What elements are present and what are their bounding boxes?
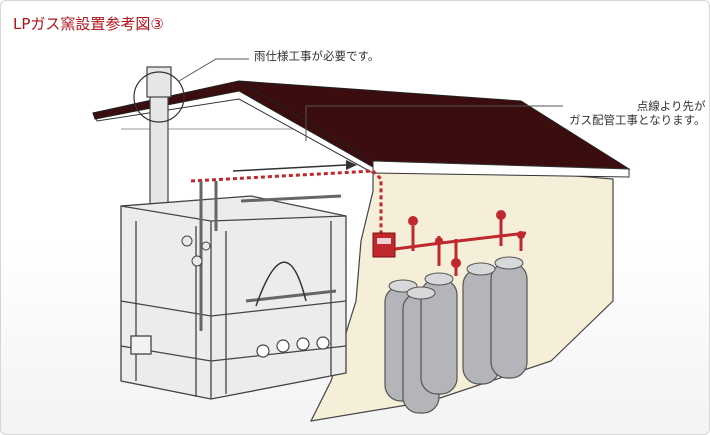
gas-meter-display <box>377 238 391 244</box>
roof-fascia-front <box>372 160 630 178</box>
gas-pipe-dotted <box>190 169 383 251</box>
cylinder-caps <box>388 256 524 300</box>
page-title: LPガス窯設置参考図③ <box>13 15 164 33</box>
weatherproof-highlight-circle <box>133 71 185 123</box>
direction-arrow-head <box>346 160 357 170</box>
manifold-piping <box>394 219 527 276</box>
manifold-valves <box>408 210 525 268</box>
burner-hose <box>255 261 307 307</box>
callout-gas-piping-line-1: 点線より先が <box>636 99 706 113</box>
callout-gas-piping: 点線より先が ガス配管工事となります。 <box>569 99 706 127</box>
gas-meter <box>372 232 396 258</box>
kiln-frame <box>120 195 347 400</box>
callout-gas-piping-line-2: ガス配管工事となります。 <box>569 113 706 127</box>
gas-cylinders <box>384 262 528 414</box>
burners <box>256 336 330 358</box>
valves <box>181 235 211 267</box>
direction-arrow-line <box>232 164 347 172</box>
building-wall <box>309 158 614 422</box>
callout-leader-1 <box>178 58 249 82</box>
kiln-piping <box>199 181 342 331</box>
callout-weatherproof: 雨仕様工事が必要です。 <box>254 49 380 63</box>
callout-leader-2 <box>305 105 563 141</box>
chimney <box>149 95 169 209</box>
